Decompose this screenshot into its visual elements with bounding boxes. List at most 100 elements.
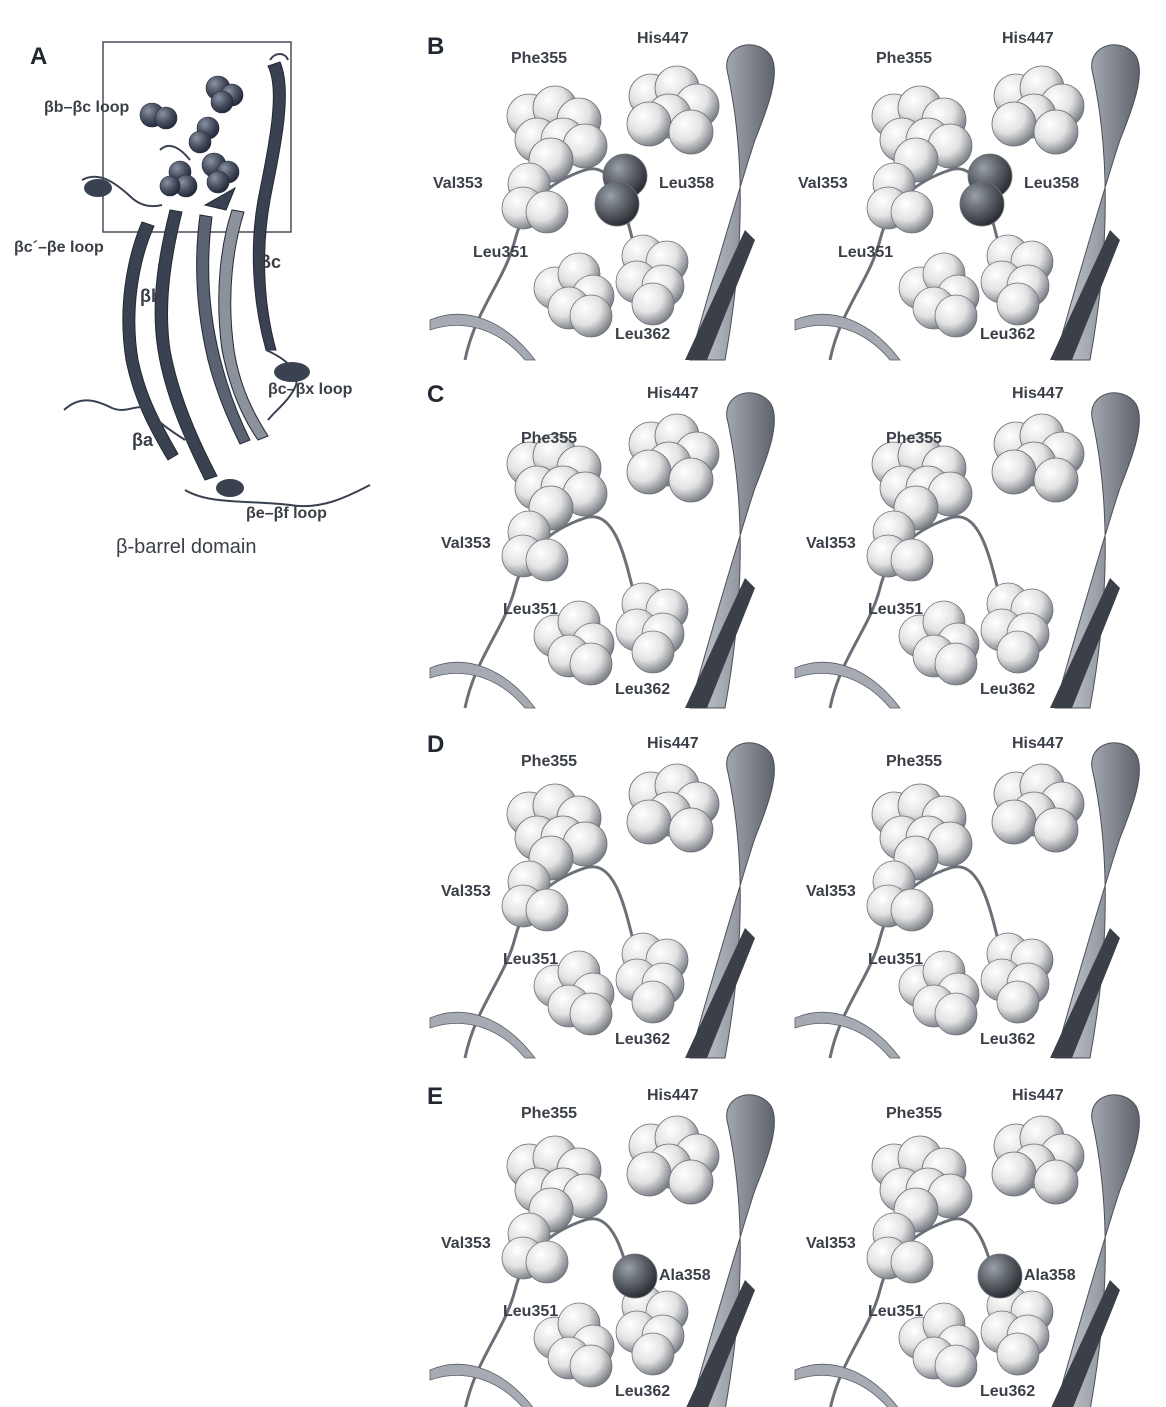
label-phe355: Phe355 <box>521 1105 577 1122</box>
label-leu351: Leu351 <box>838 244 893 261</box>
label-mutant: Leu358 <box>659 175 714 192</box>
label-bc-bx-loop: βc–βx loop <box>268 381 353 398</box>
label-leu362: Leu362 <box>615 326 670 343</box>
mutant-residue-atoms <box>613 1254 657 1298</box>
label-val353: Val353 <box>441 883 491 900</box>
label-val353: Val353 <box>806 1235 856 1252</box>
lower-left-strand <box>430 1364 535 1407</box>
panel-a-letter: A <box>30 43 47 70</box>
label-leu362: Leu362 <box>980 1383 1035 1400</box>
label-his447: His447 <box>647 735 699 752</box>
label-leu362: Leu362 <box>615 1031 670 1048</box>
label-mutant: Leu358 <box>1024 175 1079 192</box>
label-phe355: Phe355 <box>876 50 932 67</box>
label-phe355: Phe355 <box>511 50 567 67</box>
label-leu351: Leu351 <box>503 601 558 618</box>
his447-atoms <box>627 414 719 502</box>
his447-atoms <box>992 414 1084 502</box>
label-phe355: Phe355 <box>521 753 577 770</box>
label-leu351: Leu351 <box>503 1303 558 1320</box>
label-bc: βc <box>260 252 281 272</box>
leu362-atoms <box>981 235 1053 325</box>
his447-atoms <box>627 764 719 852</box>
leu362-atoms <box>616 933 688 1023</box>
label-leu351: Leu351 <box>868 951 923 968</box>
lower-left-strand <box>430 662 535 708</box>
panel-a-caption: β-barrel domain <box>116 536 256 558</box>
his447-atoms <box>627 66 719 154</box>
his447-atoms <box>992 764 1084 852</box>
label-leu362: Leu362 <box>615 1383 670 1400</box>
label-his447: His447 <box>1012 735 1064 752</box>
label-his447: His447 <box>1002 30 1054 47</box>
lower-left-strand <box>430 314 535 360</box>
label-phe355: Phe355 <box>521 430 577 447</box>
lower-left-strand <box>430 1012 535 1058</box>
lower-left-strand <box>795 1364 900 1407</box>
label-leu362: Leu362 <box>980 326 1035 343</box>
leu351-atoms <box>534 253 614 337</box>
mutant-residue-atoms <box>978 1254 1022 1298</box>
mutant-residue-atoms <box>960 154 1012 226</box>
label-mutant: Ala358 <box>659 1267 711 1284</box>
label-his447: His447 <box>647 385 699 402</box>
label-bc-be-loop: βc´–βe loop <box>14 239 104 256</box>
label-leu362: Leu362 <box>615 681 670 698</box>
label-val353: Val353 <box>433 175 483 192</box>
label-val353: Val353 <box>806 535 856 552</box>
label-phe355: Phe355 <box>886 753 942 770</box>
mutant-residue-atoms <box>595 154 647 226</box>
label-val353: Val353 <box>441 535 491 552</box>
panel-a: A <box>14 42 370 558</box>
label-be-bf-loop: βe–βf loop <box>246 505 327 522</box>
label-val353: Val353 <box>806 883 856 900</box>
label-his447: His447 <box>647 1087 699 1104</box>
label-phe355: Phe355 <box>886 430 942 447</box>
panel-letter: D <box>427 731 444 758</box>
panel-e: EPhe355His447Val353Leu351Leu362Ala358Phe… <box>427 1083 1139 1407</box>
panel-letter: E <box>427 1083 443 1110</box>
panel-letter: C <box>427 381 444 408</box>
his447-atoms <box>992 1116 1084 1204</box>
label-leu351: Leu351 <box>473 244 528 261</box>
label-leu362: Leu362 <box>980 681 1035 698</box>
label-mutant: Ala358 <box>1024 1267 1076 1284</box>
label-leu351: Leu351 <box>868 601 923 618</box>
label-ba: βa <box>132 430 154 450</box>
strand-bc <box>253 62 285 350</box>
leu362-atoms <box>616 583 688 673</box>
leu362-atoms <box>616 235 688 325</box>
leu362-atoms <box>981 933 1053 1023</box>
panel-letter: B <box>427 33 444 60</box>
label-leu362: Leu362 <box>980 1031 1035 1048</box>
leu362-atoms <box>981 1285 1053 1375</box>
his447-atoms <box>627 1116 719 1204</box>
label-leu351: Leu351 <box>503 951 558 968</box>
lower-left-strand <box>795 314 900 360</box>
lower-left-strand <box>795 1012 900 1058</box>
lower-left-strand <box>795 662 900 708</box>
stereo-right-view: Phe355His447Val353Leu351Leu362Ala358 <box>795 1087 1139 1407</box>
leu362-atoms <box>616 1285 688 1375</box>
label-his447: His447 <box>1012 385 1064 402</box>
label-bb: βb <box>140 286 162 306</box>
label-his447: His447 <box>1012 1087 1064 1104</box>
leu351-atoms <box>899 253 979 337</box>
label-val353: Val353 <box>441 1235 491 1252</box>
label-his447: His447 <box>637 30 689 47</box>
his447-atoms <box>992 66 1084 154</box>
loop-residue-spheres <box>140 76 243 197</box>
stereo-right-view: Phe355 His447Val353Leu351Leu362 <box>795 385 1139 708</box>
label-leu351: Leu351 <box>868 1303 923 1320</box>
label-val353: Val353 <box>798 175 848 192</box>
